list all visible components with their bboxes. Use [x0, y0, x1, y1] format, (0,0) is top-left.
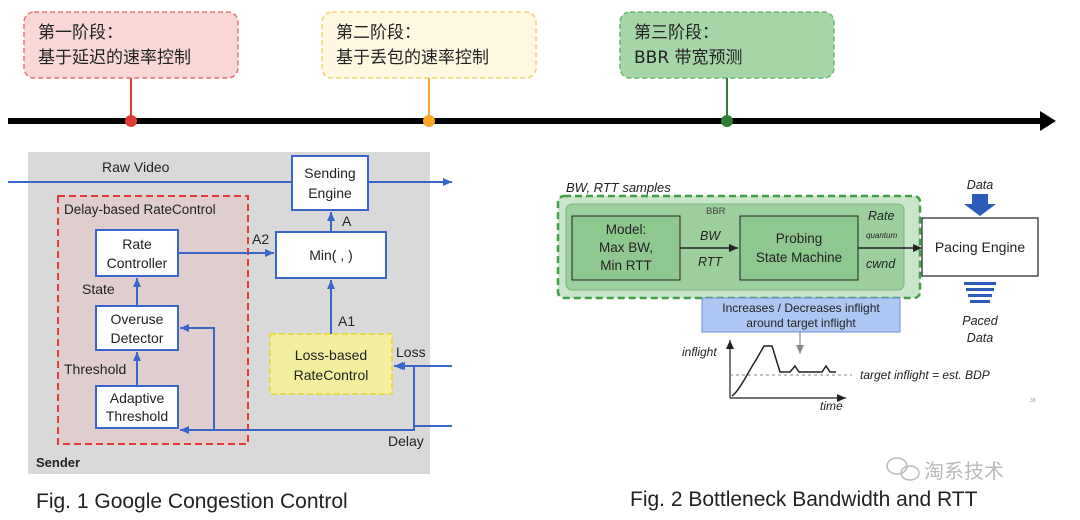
fig2-page-num: 38: [1030, 398, 1036, 404]
fig1-delay-group-label: Delay-based RateControl: [64, 202, 216, 217]
fig1-sending-engine-box: [291, 155, 369, 211]
fig1-min-label: Min( , ): [309, 247, 353, 263]
fig1-a-label: A: [342, 213, 352, 229]
stage-3-subtitle: BBR 带宽预测: [634, 48, 743, 68]
fig1-threshold-label: Threshold: [64, 361, 126, 377]
stage-1: 第一阶段： 基于延迟的速率控制: [23, 11, 239, 127]
fig1-loss-based-line1: Loss-based: [295, 347, 367, 363]
fig2-model-line3: Min RTT: [600, 258, 652, 273]
fig1-delay-to-overuse: [180, 324, 215, 430]
timeline-arrowhead: [1040, 111, 1056, 131]
fig1-rate-controller-line1: Rate: [122, 236, 152, 252]
timeline: 第一阶段： 基于延迟的速率控制 第二阶段： 基于丢包的速率控制 第三阶段： BB…: [8, 11, 1056, 131]
fig1-adaptive-threshold-line2: Threshold: [106, 408, 168, 424]
fig2-cwnd-label: cwnd: [866, 257, 896, 271]
stage-2-box: [321, 11, 537, 79]
fig2-probing-box: [739, 215, 859, 281]
fig1-sender-label: Sender: [36, 455, 80, 470]
fig2-inflight-line2: around target inflight: [746, 316, 856, 330]
fig2-time-axis-label: time: [820, 399, 843, 413]
fig2-paced-line1: Paced: [962, 314, 998, 328]
fig2-samples-label: BW, RTT samples: [566, 180, 671, 195]
stage-2-subtitle: 基于丢包的速率控制: [336, 48, 489, 68]
fig2-data-in-arrow: [964, 194, 996, 216]
fig2-bbr: BW, RTT samples BBR Model: Max BW, Min R…: [556, 178, 1039, 511]
fig1-state-label: State: [82, 281, 115, 297]
watermark: 淘系技术: [886, 457, 1004, 483]
fig1-a1-label: A1: [338, 313, 355, 329]
wechat-icon: [886, 457, 920, 481]
fig1-loss-based-box: [269, 333, 393, 395]
fig2-data-label: Data: [967, 178, 993, 192]
fig1-caption: Fig. 1 Google Congestion Control: [36, 490, 348, 513]
stage-2-title: 第二阶段：: [336, 23, 421, 43]
fig1-delay-feedback: [180, 425, 452, 434]
fig2-quantum-label: quantum: [866, 231, 897, 240]
fig1-rate-controller-line2: Controller: [107, 255, 168, 271]
fig1-overuse-detector-line1: Overuse: [111, 311, 164, 327]
fig2-inflight-axis-label: inflight: [682, 345, 717, 359]
stage-3-dot: [721, 115, 733, 127]
stage-3-box: [619, 11, 835, 79]
fig1-overuse-detector-line2: Detector: [111, 330, 164, 346]
fig2-probing-line2: State Machine: [756, 250, 842, 265]
fig1-raw-video-label: Raw Video: [102, 159, 170, 175]
stage-1-box: [23, 11, 239, 79]
fig1-sending-engine-line2: Engine: [308, 185, 352, 201]
fig1-loss-label: Loss: [396, 344, 426, 360]
fig2-probing-line1: Probing: [776, 231, 823, 246]
fig2-paced-data-icon: [964, 282, 996, 303]
fig1-loss-based-line2: RateControl: [294, 367, 369, 383]
fig1-delay-label: Delay: [388, 433, 424, 449]
stage-1-dot: [125, 115, 137, 127]
fig2-pacing-engine-label: Pacing Engine: [935, 239, 1026, 255]
stage-1-subtitle: 基于延迟的速率控制: [38, 48, 191, 68]
fig1-adaptive-threshold-box: [95, 385, 179, 429]
stage-2-dot: [423, 115, 435, 127]
fig1-adaptive-threshold-line1: Adaptive: [110, 390, 165, 406]
fig2-paced-line2: Data: [967, 331, 993, 345]
fig2-bw-label: BW: [700, 229, 721, 243]
fig2-model-line2: Max BW,: [599, 240, 653, 255]
fig2-caption: Fig. 2 Bottleneck Bandwidth and RTT: [630, 488, 978, 511]
fig2-pacing-engine-box: [921, 217, 1039, 277]
fig2-target-label: target inflight = est. BDP: [860, 368, 990, 382]
fig1-google-congestion-control: Sender Raw Video Sending Engine Delay-ba…: [8, 152, 452, 513]
stage-2: 第二阶段： 基于丢包的速率控制: [321, 11, 537, 127]
fig2-inflight-curve: [731, 345, 836, 397]
fig2-inflight-box: [701, 297, 901, 333]
fig1-sending-engine-line1: Sending: [304, 165, 355, 181]
fig2-rate-label: Rate: [868, 209, 894, 223]
watermark-text: 淘系技术: [924, 459, 1004, 483]
fig2-rtt-label: RTT: [698, 255, 723, 269]
fig2-model-box: [571, 215, 681, 281]
fig2-bbr-label: BBR: [706, 206, 726, 217]
stage-3: 第三阶段： BBR 带宽预测: [619, 11, 835, 127]
stage-1-title: 第一阶段：: [38, 23, 123, 43]
stage-3-title: 第三阶段：: [634, 23, 719, 43]
fig2-inflight-line1: Increases / Decreases inflight: [722, 301, 880, 315]
fig2-model-line1: Model:: [606, 222, 647, 237]
fig1-a2-label: A2: [252, 231, 269, 247]
